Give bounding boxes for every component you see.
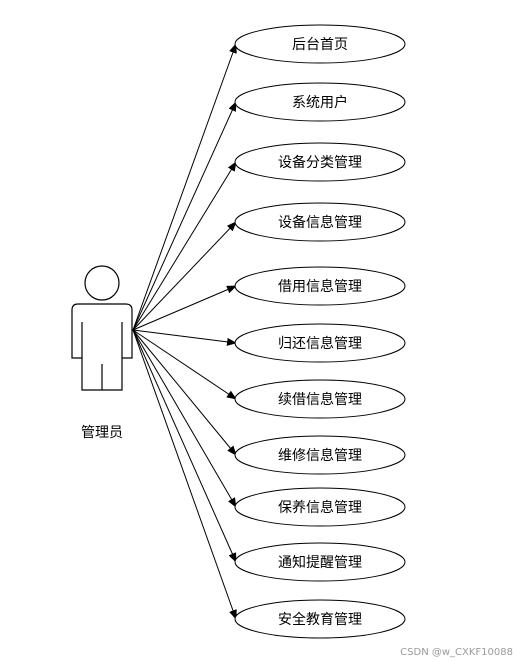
- watermark: CSDN @w_CXKF10088: [400, 647, 513, 658]
- use-case: 后台首页: [234, 24, 406, 64]
- associations: [132, 43, 237, 620]
- use-case-ellipse: [234, 142, 406, 182]
- actor-head: [84, 265, 120, 301]
- association-arrow: [132, 329, 237, 456]
- use-case-label: 维修信息管理: [278, 447, 362, 464]
- use-case-label: 设备分类管理: [278, 154, 362, 171]
- association-arrow: [132, 329, 237, 620]
- use-case-label: 后台首页: [292, 37, 348, 53]
- actor-label: 管理员: [81, 425, 123, 441]
- association-arrow: [132, 329, 237, 400]
- association-arrow: [132, 221, 237, 331]
- use-case-label: 归还信息管理: [278, 335, 362, 352]
- use-case-ellipse: [234, 542, 406, 582]
- association-arrow: [132, 329, 237, 563]
- use-case: 系统用户: [234, 82, 406, 122]
- use-case-ellipse: [234, 599, 406, 639]
- use-case-ellipse: [234, 202, 406, 242]
- association-arrow: [132, 329, 237, 346]
- use-case-ellipse: [234, 487, 406, 527]
- use-case-label: 借用信息管理: [278, 278, 362, 295]
- use-case: 续借信息管理: [234, 379, 406, 419]
- association-arrow: [132, 329, 237, 508]
- use-case: 保养信息管理: [234, 487, 406, 527]
- use-case-ellipse: [234, 379, 406, 419]
- use-case: 设备信息管理: [234, 202, 406, 242]
- use-case: 维修信息管理: [234, 435, 406, 475]
- use-case-label: 设备信息管理: [278, 214, 362, 231]
- use-case-label: 续借信息管理: [278, 391, 362, 408]
- use-case-label: 通知提醒管理: [278, 554, 362, 571]
- actor-figure: [71, 265, 133, 391]
- use-case-ellipse: [234, 323, 406, 363]
- use-case-label: 系统用户: [292, 94, 348, 111]
- use-case-ellipse: [234, 435, 406, 475]
- use-case-ellipse: [234, 82, 406, 122]
- use-case-ellipse: [234, 24, 406, 64]
- use-case: 设备分类管理: [234, 142, 406, 182]
- actor-body: [71, 303, 133, 391]
- association-arrow: [132, 101, 237, 331]
- association-arrow: [132, 285, 237, 331]
- use-case-label: 安全教育管理: [278, 611, 362, 628]
- use-case: 借用信息管理: [234, 266, 406, 306]
- use-case: 归还信息管理: [234, 323, 406, 363]
- use-case-label: 保养信息管理: [278, 499, 362, 516]
- use-case: 安全教育管理: [234, 599, 406, 639]
- use-case: 通知提醒管理: [234, 542, 406, 582]
- association-arrow: [132, 161, 237, 331]
- association-arrow: [132, 43, 237, 331]
- use-case-ellipse: [234, 266, 406, 306]
